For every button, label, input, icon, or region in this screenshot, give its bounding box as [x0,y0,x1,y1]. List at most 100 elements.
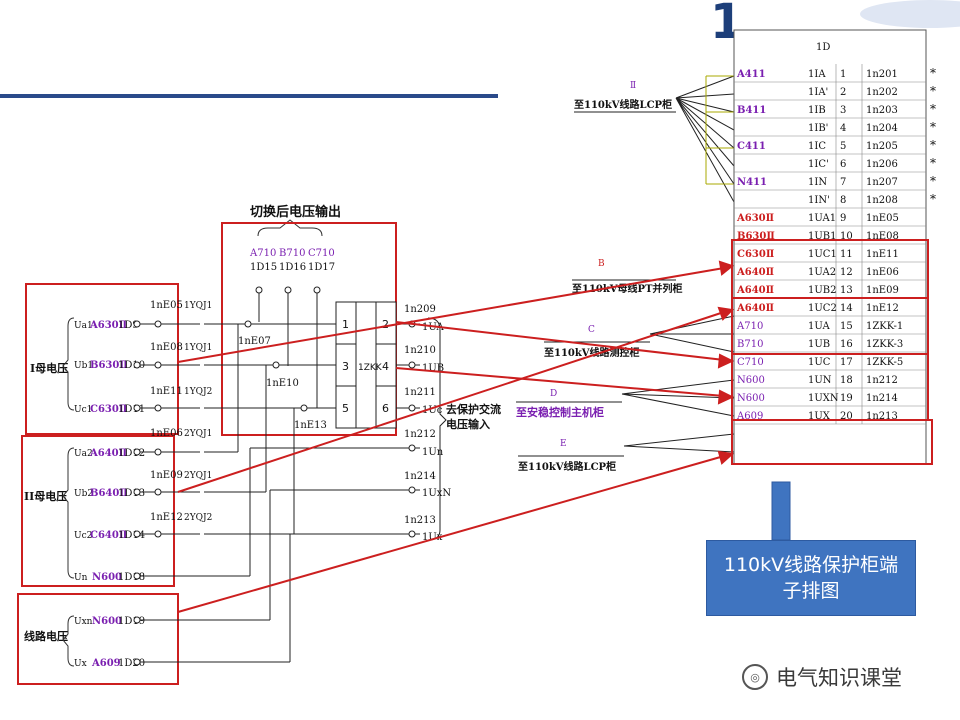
strip-star: * [930,138,936,152]
strip-code: 1nE06 [866,267,899,278]
terminal-1d17: 1D17 [308,262,335,273]
bus1-ub1-mark: B630Ⅱ [90,360,128,371]
bus1-uc1-name: Uc1 [74,405,92,415]
bus2-ua2-relay: 2YQJ1 [184,429,212,439]
strip-number: 14 [840,303,853,314]
bus2-ua2-name: Ua2 [74,449,93,459]
terminal-1d15: 1D15 [250,262,277,273]
strip-signal: A630Ⅱ [736,213,774,224]
node [154,320,162,328]
terminal-node [284,286,292,294]
strip-code: 1n212 [866,375,898,386]
out-u-3: 1Uc [422,405,443,416]
strip-number: 6 [840,159,846,170]
fan-out-leaders [621,75,735,453]
dest-label-1: 至110kV线路LCP柜 [574,98,672,111]
bus2-group: II母电压 Ua2 A640Ⅱ 1D12 1nE06 2YQJ1 Ub2 B64… [21,428,212,587]
bus1-ua1-term: 1D9 [118,320,139,331]
line-uxn-name: Uxn [74,617,93,627]
node [154,448,162,456]
dest-tag-1: Ⅱ [630,81,636,91]
node [408,361,416,369]
bus2-un-mark: N600 [92,572,122,583]
bus1-ub1-term: 1D10 [118,360,145,371]
node [154,488,162,496]
ne-node-3: 1nE13 [294,420,327,431]
node [133,320,141,328]
middle-labels: 1nE07 1nE10 1nE13 1n209 1UA 1n210 1UB 1n… [238,304,501,543]
strip-name: 1UB1 [808,231,837,242]
strip-signal: C630Ⅱ [737,249,774,260]
strip-name: 1IB' [808,123,828,134]
bus2-brace [62,447,75,579]
strip-code: 1n214 [866,393,898,404]
strip-number: 7 [840,177,846,188]
dest-tag-5: E [560,439,567,449]
dest-label-2: 至110kV母线PT并列柜 [572,282,683,295]
strip-code: 1n213 [866,411,898,422]
strip-code: 1nE08 [866,231,899,242]
out-u-5: 1UxN [422,488,451,499]
switch-pin-1: 1 [342,318,349,331]
corner-swoosh [860,0,960,28]
wechat-logo-icon: ◎ [742,664,768,690]
phase-b710: B710 [279,248,305,259]
strip-name: 1UB [808,339,830,350]
strip-code: 1n203 [866,105,898,116]
ne-node-1: 1nE07 [238,336,271,347]
bus1-ua1-mark: A630Ⅱ [89,320,127,331]
strip-signal: A710 [736,321,763,332]
switch-pin-5: 5 [342,402,349,415]
strip-number: 10 [840,231,853,242]
line-ux-term: 1D20 [118,658,145,669]
strip-name: 1UN [808,375,832,386]
strip-code: 1n205 [866,141,898,152]
dest-tag-4: D [550,389,557,399]
dest-label-3: 至110kV线路测控柜 [544,346,640,359]
strip-code: 1nE12 [866,303,899,314]
strip-highlight-4 [731,419,933,465]
node [133,530,141,538]
terminal-node [255,286,263,294]
line-voltage-box [17,593,179,685]
strip-number: 18 [840,375,853,386]
slide-decoration: 1 [0,0,960,98]
strip-name: 1UC2 [808,303,837,314]
switch-group-title: 切换后电压输出 [250,204,341,220]
strip-name: 1IN' [808,195,830,206]
bus1-uc1-mark: C630Ⅱ [90,404,127,415]
dest-tag-3: C [588,325,595,335]
strip-signal: A640Ⅱ [736,285,774,296]
strip-star: * [930,192,936,206]
strip-code: 1n206 [866,159,898,170]
dest-label-5: 至110kV线路LCP柜 [518,460,616,473]
bus1-ua1-ne: 1nE05 [150,300,183,311]
node [154,361,162,369]
out-n-6: 1n213 [404,515,436,526]
bus2-uc2-ne: 1nE12 [150,512,183,523]
strip-code: 1nE09 [866,285,899,296]
node [133,616,141,624]
strip-star: * [930,174,936,188]
strip-code: 1n202 [866,87,898,98]
node [133,448,141,456]
strip-number: 20 [840,411,853,422]
node [408,404,416,412]
switch-group-brace [257,219,323,237]
node [133,488,141,496]
bus2-uc2-name: Uc2 [74,531,92,541]
destination-labels: Ⅱ 至110kV线路LCP柜 B 至110kV母线PT并列柜 C 至110kV线… [516,81,683,473]
bus2-ua2-mark: A640Ⅱ [89,448,127,459]
wiring [140,317,447,663]
